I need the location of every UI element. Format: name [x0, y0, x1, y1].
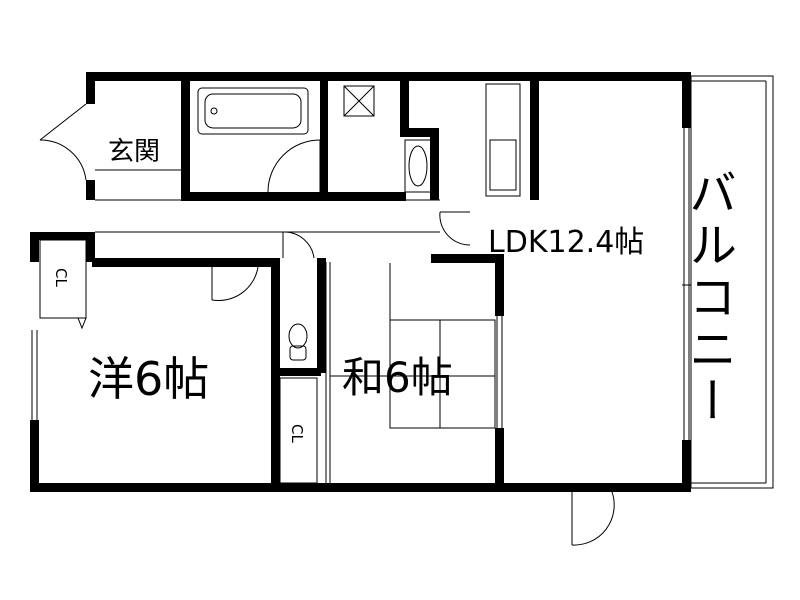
- shower-tray-icon: [343, 85, 375, 117]
- toilet-icon: [288, 323, 308, 349]
- label-ldk: LDK12.4帖: [488, 225, 644, 260]
- thin-lines: [31, 75, 774, 491]
- closet-western: [39, 239, 87, 319]
- label-balcony: バルコニー: [680, 168, 736, 428]
- tatami-grid: [389, 319, 496, 429]
- bathroom-door-swing: [267, 139, 321, 193]
- doors: [39, 103, 615, 546]
- walls: [30, 72, 691, 492]
- toilet-door-swing: [282, 231, 315, 259]
- western-room-door-swing: [211, 266, 259, 302]
- entrance-door-swing: [39, 103, 87, 181]
- closet-door-marker: [77, 317, 87, 330]
- label-closet-hall: CL: [288, 424, 306, 443]
- label-closet-western: CL: [52, 268, 70, 287]
- wash-basin-icon: [404, 139, 432, 193]
- exterior-door-swing: [571, 491, 615, 546]
- label-japanese-room: 和6帖: [342, 353, 453, 402]
- balcony-outline: [690, 75, 774, 489]
- label-western-room: 洋6帖: [88, 352, 209, 406]
- closet-hall: [279, 377, 318, 484]
- bathtub-icon: [197, 87, 309, 135]
- label-entrance: 玄関: [108, 137, 160, 167]
- kitchen-counter-icon: [485, 83, 521, 197]
- hall-door-swing: [439, 211, 471, 246]
